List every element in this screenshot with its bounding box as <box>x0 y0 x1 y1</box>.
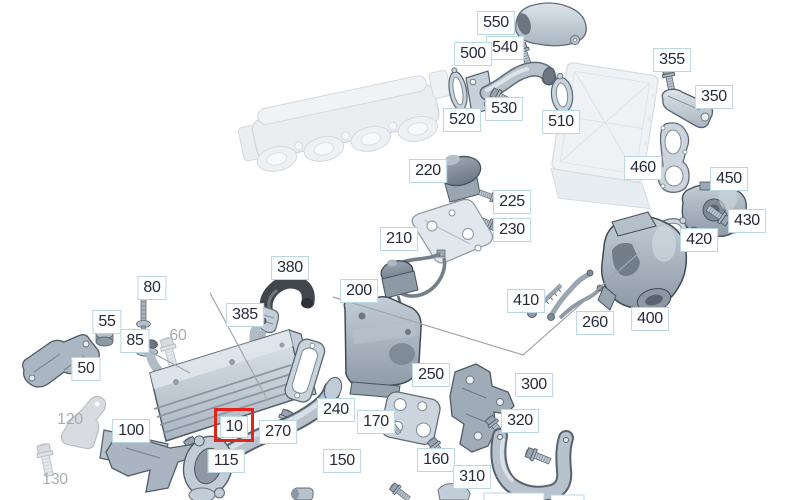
callout-550[interactable]: 550 <box>477 11 515 35</box>
callout-350[interactable]: 350 <box>695 85 733 109</box>
part-240-gasket[interactable] <box>283 337 327 404</box>
part-ghost-exhaust-manifold <box>237 69 452 172</box>
callout-220[interactable]: 220 <box>409 159 447 183</box>
part-200-egr-valve-assembly[interactable] <box>343 258 422 399</box>
callout-460[interactable]: 460 <box>624 156 662 180</box>
callout-160[interactable]: 160 <box>417 448 455 472</box>
callout-225[interactable]: 225 <box>493 190 531 214</box>
callout-320[interactable]: 320 <box>501 409 539 433</box>
callout-170[interactable]: 170 <box>357 410 395 434</box>
callout-240[interactable]: 240 <box>317 398 355 422</box>
callout-500[interactable]: 500 <box>454 42 492 66</box>
callout-250[interactable]: 250 <box>412 363 450 387</box>
callout-310[interactable]: 310 <box>453 465 491 489</box>
callout-210[interactable]: 210 <box>380 227 418 251</box>
callout-430[interactable]: 430 <box>728 209 766 233</box>
callout-420[interactable]: 420 <box>680 228 718 252</box>
part-550-air-duct[interactable] <box>515 2 587 47</box>
part-500-egr-pipe[interactable] <box>465 61 557 115</box>
callout-100[interactable]: 100 <box>112 419 150 443</box>
leader-lines <box>148 251 641 402</box>
callout-80[interactable]: 80 <box>137 276 167 300</box>
part-310-bolt[interactable] <box>523 445 553 468</box>
part-330-hook-bracket[interactable] <box>490 428 574 500</box>
callout-55[interactable]: 55 <box>92 310 122 334</box>
callout-230[interactable]: 230 <box>493 218 531 242</box>
part-350-bracket-arm[interactable] <box>661 88 714 129</box>
callout-355[interactable]: 355 <box>653 48 691 72</box>
callout-60-ghost: 60 <box>169 327 187 344</box>
callout-410[interactable]: 410 <box>507 289 545 313</box>
callout-540[interactable]: 540 <box>486 36 524 60</box>
callout-260[interactable]: 260 <box>576 311 614 335</box>
callout-400[interactable]: 400 <box>631 307 669 331</box>
callout-200[interactable]: 200 <box>340 279 378 303</box>
callout-10-selected[interactable]: 10 <box>220 416 248 438</box>
part-460-gasket[interactable] <box>657 122 690 193</box>
part-50-bracket[interactable] <box>22 334 100 388</box>
part-520-gasket[interactable] <box>446 66 471 115</box>
callout-510[interactable]: 510 <box>542 110 580 134</box>
callout-115[interactable]: 115 <box>207 449 245 473</box>
callout-150[interactable]: 150 <box>323 449 361 473</box>
part-fragment-bottom <box>188 480 471 500</box>
part-120-ghost-bracket <box>60 395 107 450</box>
callout-530[interactable]: 530 <box>485 97 523 121</box>
callout-130-ghost: 130 <box>42 471 68 488</box>
part-220-actuator[interactable] <box>436 152 484 247</box>
callout-270[interactable]: 270 <box>259 420 297 444</box>
callout-300[interactable]: 300 <box>515 373 553 397</box>
callout-50[interactable]: 50 <box>71 357 101 381</box>
part-400-egr-valve[interactable] <box>597 211 688 315</box>
part-300-bracket[interactable] <box>449 363 515 453</box>
part-210-bracket-plate[interactable] <box>389 198 494 298</box>
callout-380[interactable]: 380 <box>271 256 309 280</box>
callout-450[interactable]: 450 <box>710 167 748 191</box>
selected-part-highlight-box[interactable]: 10 <box>214 408 254 442</box>
callout-385[interactable]: 385 <box>226 303 264 327</box>
callout-520[interactable]: 520 <box>443 108 481 132</box>
cut-off-callout-boxes <box>483 492 585 500</box>
callout-85[interactable]: 85 <box>120 329 150 353</box>
callout-120-ghost: 120 <box>57 411 83 428</box>
